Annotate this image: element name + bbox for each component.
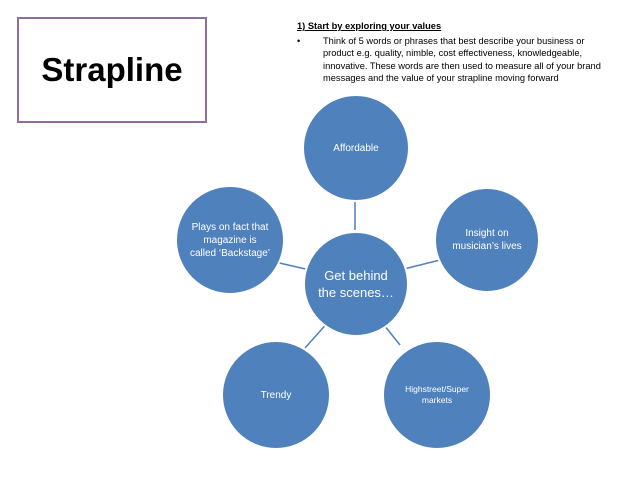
node-highstreet-circle	[382, 340, 492, 450]
node-backstage-label: Plays on fact that magazine is called ‘B…	[189, 221, 271, 259]
node-insight-circle	[434, 187, 540, 293]
node-highstreet-label: Highstreet/Super markets	[405, 384, 469, 405]
node-insight-label: Insight on musician’s lives	[452, 228, 522, 252]
center-node-circle	[303, 231, 409, 337]
intro-bullet: • Think of 5 words or phrases that best …	[297, 35, 617, 85]
connector-insight	[399, 259, 441, 271]
node-backstage-circle	[175, 185, 285, 295]
node-trendy-label: Trendy	[260, 389, 292, 401]
slide-title: Strapline	[41, 51, 183, 88]
bullet-marker: •	[297, 35, 301, 46]
bullet-text: Think of 5 words or phrases that best de…	[323, 35, 601, 84]
intro-text-block: 1) Start by exploring your values • Thin…	[297, 20, 617, 85]
intro-heading: 1) Start by exploring your values	[297, 21, 442, 31]
connector-backstage	[274, 261, 311, 271]
node-affordable-circle	[302, 94, 410, 202]
title-box: Strapline	[17, 17, 207, 123]
node-trendy-circle	[221, 340, 331, 450]
center-node-label: Get behind the scenes…	[318, 268, 394, 300]
node-affordable-label: Affordable	[333, 142, 379, 154]
